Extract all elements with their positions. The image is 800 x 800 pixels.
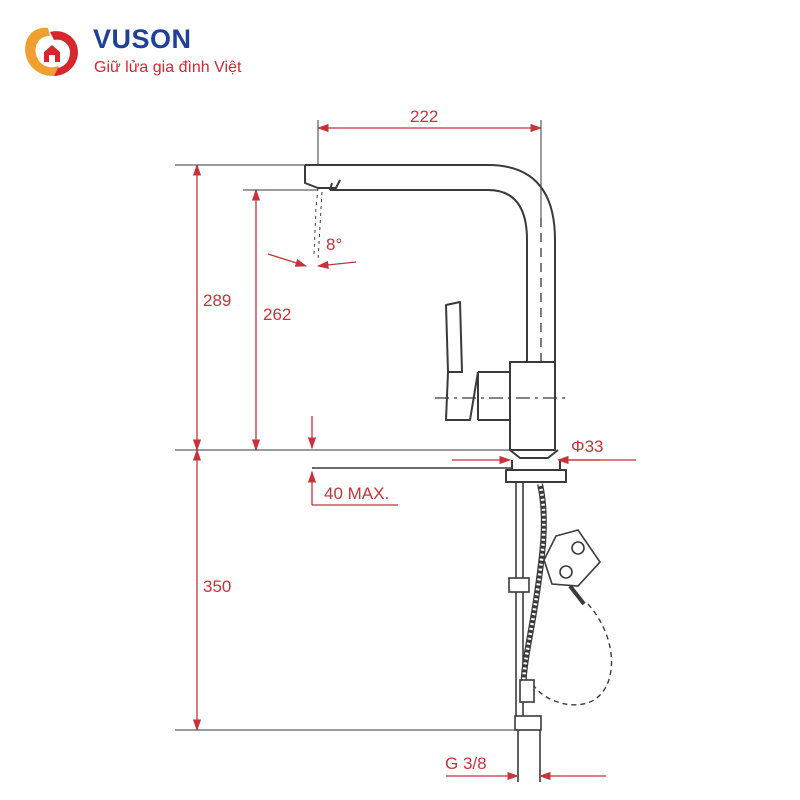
brand-tagline: Giữ lửa gia đình Việt: [94, 59, 242, 76]
dim-spout-reach: 222: [410, 107, 438, 126]
dim-spray-angle: 8°: [326, 235, 342, 254]
hoses: [508, 482, 613, 782]
dim-spout-height: 262: [263, 305, 291, 324]
dim-hose-length: 350: [203, 577, 231, 596]
brand-name: VUSON: [93, 24, 192, 54]
dim-base-diameter: Φ33: [571, 437, 603, 456]
dim-total-height: 289: [203, 291, 231, 310]
dimension-lines: [175, 120, 636, 781]
dim-deck-thickness: 40 MAX.: [324, 484, 389, 503]
dim-thread: G 3/8: [445, 754, 487, 773]
vuson-logo: [25, 27, 78, 76]
faucet-outline: [304, 164, 567, 483]
